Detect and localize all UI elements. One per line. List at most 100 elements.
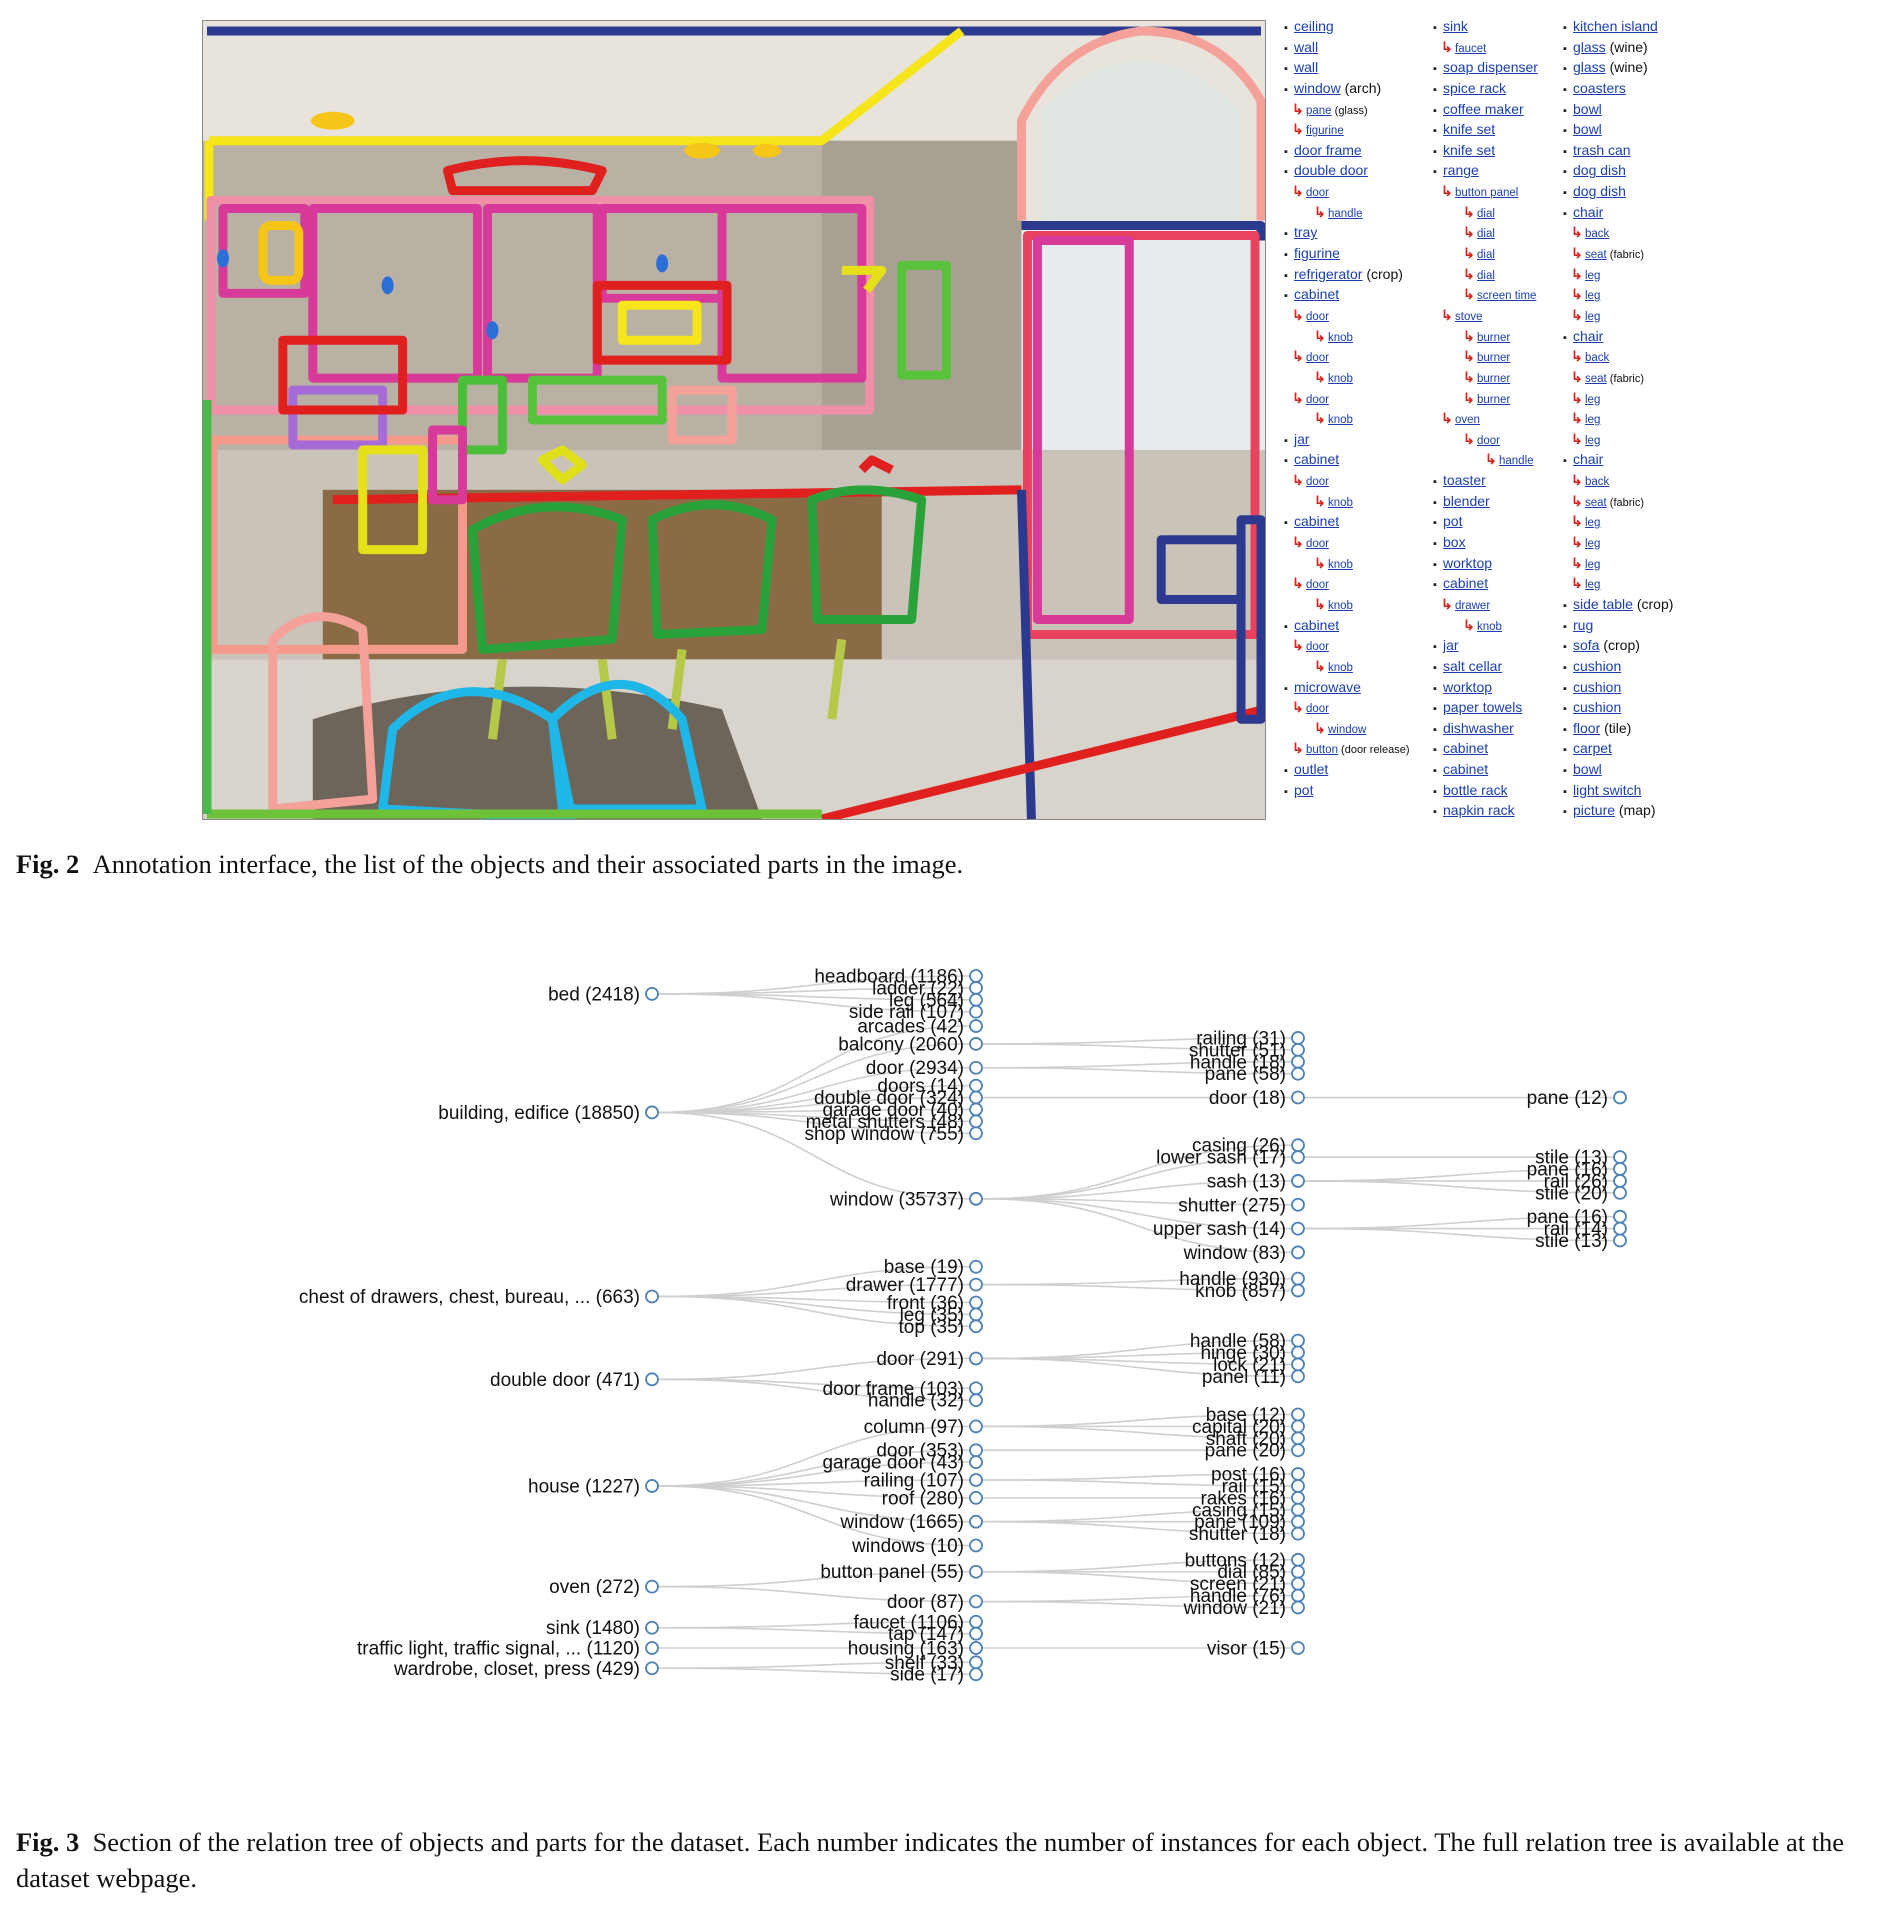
tree-node-circle[interactable]: [969, 1114, 983, 1129]
tree-node-circle[interactable]: [1291, 1552, 1305, 1567]
tree-node-circle[interactable]: [969, 1078, 983, 1093]
tree-node-circle[interactable]: [1291, 1479, 1305, 1493]
object-link[interactable]: burner: [1477, 393, 1511, 406]
object-link[interactable]: sink: [1443, 18, 1468, 34]
object-link[interactable]: leg: [1585, 414, 1601, 427]
object-link[interactable]: figurine: [1294, 245, 1340, 262]
tree-node-circle[interactable]: [1613, 1150, 1627, 1165]
tree-node-circle[interactable]: [969, 1564, 983, 1579]
tree-node-circle[interactable]: [969, 1037, 983, 1051]
tree-node-circle[interactable]: [1613, 1209, 1627, 1224]
object-link[interactable]: door: [1306, 310, 1330, 323]
tree-node-circle[interactable]: [1291, 1564, 1305, 1579]
object-link[interactable]: glass: [1573, 38, 1606, 55]
tree-node-circle[interactable]: [1291, 1369, 1305, 1384]
tree-node-circle[interactable]: [969, 1351, 983, 1366]
object-link[interactable]: pot: [1294, 781, 1314, 798]
object-link[interactable]: jar: [1294, 430, 1310, 447]
object-link[interactable]: wall: [1294, 38, 1319, 55]
tree-node-circle[interactable]: [1613, 1174, 1627, 1188]
object-link[interactable]: soap dispenser: [1443, 59, 1538, 76]
object-link[interactable]: dial: [1477, 269, 1495, 282]
object-link[interactable]: cabinet: [1294, 513, 1340, 530]
object-link[interactable]: coasters: [1573, 79, 1626, 96]
tree-node-circle[interactable]: [969, 1019, 983, 1033]
tree-node-circle[interactable]: [969, 1191, 983, 1206]
tree-node-circle[interactable]: [969, 1473, 983, 1487]
tree-node-circle[interactable]: [645, 1661, 659, 1676]
object-link[interactable]: pot: [1443, 513, 1463, 530]
object-link[interactable]: knob: [1328, 331, 1353, 344]
object-link[interactable]: leg: [1585, 290, 1601, 303]
tree-node-circle[interactable]: [969, 1614, 983, 1629]
object-link[interactable]: leg: [1585, 517, 1601, 530]
object-link[interactable]: seat: [1585, 372, 1607, 385]
tree-node-circle[interactable]: [969, 1443, 983, 1458]
tree-node-circle[interactable]: [645, 1289, 659, 1304]
object-link[interactable]: door: [1477, 434, 1501, 447]
tree-node-circle[interactable]: [1291, 1066, 1305, 1081]
object-link[interactable]: leg: [1585, 269, 1601, 282]
object-link[interactable]: cabinet: [1294, 286, 1340, 303]
object-link[interactable]: cushion: [1573, 657, 1622, 674]
tree-node-circle[interactable]: [1291, 1502, 1305, 1517]
object-link[interactable]: leg: [1585, 558, 1601, 571]
tree-node-circle[interactable]: [645, 1620, 659, 1635]
object-link[interactable]: burner: [1477, 372, 1511, 385]
object-link[interactable]: dial: [1477, 228, 1495, 241]
object-link[interactable]: ceiling: [1294, 18, 1334, 34]
object-link[interactable]: light switch: [1573, 781, 1642, 798]
object-link[interactable]: door: [1306, 352, 1330, 365]
object-link[interactable]: leg: [1585, 538, 1601, 551]
object-link[interactable]: knob: [1328, 496, 1353, 509]
object-link[interactable]: button: [1306, 744, 1338, 757]
tree-node-circle[interactable]: [969, 1626, 983, 1641]
object-link[interactable]: knob: [1328, 661, 1353, 674]
object-link[interactable]: oven: [1455, 414, 1480, 427]
object-link[interactable]: door: [1306, 579, 1330, 592]
object-link[interactable]: microwave: [1294, 678, 1361, 695]
object-link[interactable]: cabinet: [1294, 451, 1340, 468]
object-link[interactable]: cabinet: [1443, 740, 1489, 757]
tree-node-circle[interactable]: [969, 1004, 983, 1019]
tree-node-circle[interactable]: [1613, 1221, 1627, 1236]
tree-node-circle[interactable]: [645, 1479, 659, 1493]
tree-node-circle[interactable]: [645, 1641, 659, 1655]
object-link[interactable]: knife set: [1443, 141, 1496, 158]
tree-node-circle[interactable]: [1291, 1090, 1305, 1105]
object-link[interactable]: dishwasher: [1443, 719, 1514, 736]
tree-node-circle[interactable]: [1291, 1431, 1305, 1446]
tree-node-circle[interactable]: [1291, 1245, 1305, 1260]
tree-node-circle[interactable]: [969, 1090, 983, 1105]
object-link[interactable]: knob: [1328, 599, 1353, 612]
object-link[interactable]: door: [1306, 703, 1330, 716]
tree-node-circle[interactable]: [1291, 1467, 1305, 1481]
tree-node-circle[interactable]: [969, 1307, 983, 1322]
tree-node-circle[interactable]: [969, 1393, 983, 1408]
tree-node-circle[interactable]: [1291, 1600, 1305, 1615]
object-link[interactable]: wall: [1294, 59, 1319, 76]
object-link[interactable]: faucet: [1455, 42, 1487, 55]
object-link[interactable]: door: [1306, 393, 1330, 406]
object-link[interactable]: seat: [1585, 496, 1607, 509]
object-link[interactable]: bottle rack: [1443, 781, 1508, 798]
tree-node-circle[interactable]: [1291, 1138, 1305, 1153]
tree-node-circle[interactable]: [1291, 1150, 1305, 1165]
tree-node-circle[interactable]: [1291, 1588, 1305, 1603]
tree-node-circle[interactable]: [1291, 1333, 1305, 1348]
object-link[interactable]: dog dish: [1573, 162, 1626, 179]
object-link[interactable]: tray: [1294, 224, 1318, 241]
object-link[interactable]: leg: [1585, 434, 1601, 447]
tree-node-circle[interactable]: [969, 969, 983, 983]
tree-node-circle[interactable]: [1291, 1042, 1305, 1057]
object-link[interactable]: door frame: [1294, 141, 1362, 158]
object-link[interactable]: trash can: [1573, 141, 1631, 158]
object-link[interactable]: chair: [1573, 203, 1604, 220]
tree-node-circle[interactable]: [969, 1455, 983, 1470]
object-link[interactable]: floor: [1573, 719, 1601, 736]
object-link[interactable]: side table: [1573, 595, 1633, 612]
object-link[interactable]: handle: [1328, 207, 1363, 220]
object-link[interactable]: knob: [1328, 414, 1353, 427]
object-link[interactable]: screen time: [1477, 290, 1537, 303]
tree-node-circle[interactable]: [1291, 1357, 1305, 1372]
